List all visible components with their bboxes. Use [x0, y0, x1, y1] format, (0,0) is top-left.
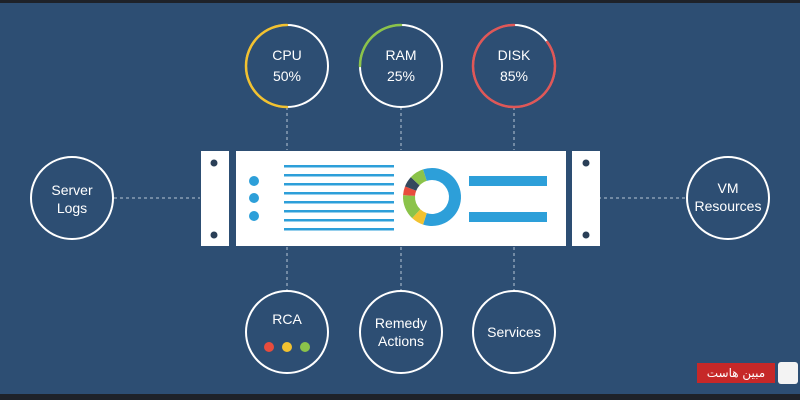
bracket-screw: [210, 231, 218, 239]
disk-progress-arc: [471, 23, 557, 109]
rca-label: RCA: [272, 311, 302, 327]
disk-gauge: DISK 85%: [471, 23, 557, 109]
log-line: [284, 201, 394, 204]
log-line: [284, 210, 394, 213]
rca-status-dot-red: [264, 342, 274, 352]
remedy-actions-node: Remedy Actions: [359, 290, 443, 374]
donut-segment-0: [423, 168, 461, 226]
ram-gauge: RAM 25%: [358, 23, 443, 108]
ram-value: 25%: [387, 68, 415, 84]
top-frame-bar: [0, 0, 800, 3]
bottom-frame-bar: [0, 394, 800, 400]
cpu-value: 50%: [273, 68, 301, 84]
server-right-bracket: [572, 151, 600, 246]
services-label: Services: [487, 324, 541, 340]
cpu-gauge: CPU 50%: [244, 23, 329, 109]
rca-node: RCA: [245, 290, 329, 374]
ram-progress-arc: [358, 23, 403, 68]
cpu-label: CPU: [272, 47, 302, 63]
log-lines: [284, 165, 394, 231]
donut-segment-6: [423, 168, 432, 181]
server-logs-ring: [30, 156, 114, 240]
vm-resources-ring: [686, 156, 770, 240]
remedy-actions-label-line1: Remedy: [375, 315, 427, 331]
server-logs-node: Server Logs: [30, 156, 114, 240]
bracket-screw: [582, 231, 590, 239]
server-donut-chart: [403, 168, 461, 226]
donut-segment-4: [405, 177, 420, 191]
cpu-progress-arc: [244, 23, 289, 109]
server-unit: [201, 151, 600, 246]
log-line: [284, 228, 394, 231]
services-ring: [472, 290, 556, 374]
server-bar: [469, 176, 547, 186]
disk-value: 85%: [500, 68, 528, 84]
log-line: [284, 165, 394, 168]
donut-segment-2: [403, 195, 421, 219]
disk-label: DISK: [498, 47, 531, 63]
bracket-screw: [582, 159, 590, 167]
log-line: [284, 174, 394, 177]
watermark-mascot-icon: [778, 362, 798, 384]
status-led: [249, 176, 259, 186]
donut-segment-3: [403, 186, 417, 196]
rca-status-dot-green: [300, 342, 310, 352]
server-bar: [469, 212, 547, 222]
donut-segment-5: [410, 169, 427, 186]
rca-status-dot-yellow: [282, 342, 292, 352]
remedy-actions-ring: [359, 290, 443, 374]
server-left-bracket: [201, 151, 229, 246]
vm-resources-node: VM Resources: [686, 156, 770, 240]
vm-resources-label-line2: Resources: [695, 198, 762, 214]
log-line: [284, 219, 394, 222]
watermark-logo: مبین هاست: [697, 363, 775, 383]
rca-ring: [245, 290, 329, 374]
ram-label: RAM: [385, 47, 416, 63]
status-led: [249, 211, 259, 221]
connectors: [114, 107, 687, 291]
donut-segment-1: [412, 209, 427, 225]
server-logs-label-line2: Logs: [57, 200, 87, 216]
services-node: Services: [472, 290, 556, 374]
vm-resources-label-line1: VM: [718, 180, 739, 196]
remedy-actions-label-line2: Actions: [378, 333, 424, 349]
status-led: [249, 193, 259, 203]
bracket-screw: [210, 159, 218, 167]
log-line: [284, 183, 394, 186]
log-line: [284, 192, 394, 195]
server-logs-label-line1: Server: [51, 182, 93, 198]
